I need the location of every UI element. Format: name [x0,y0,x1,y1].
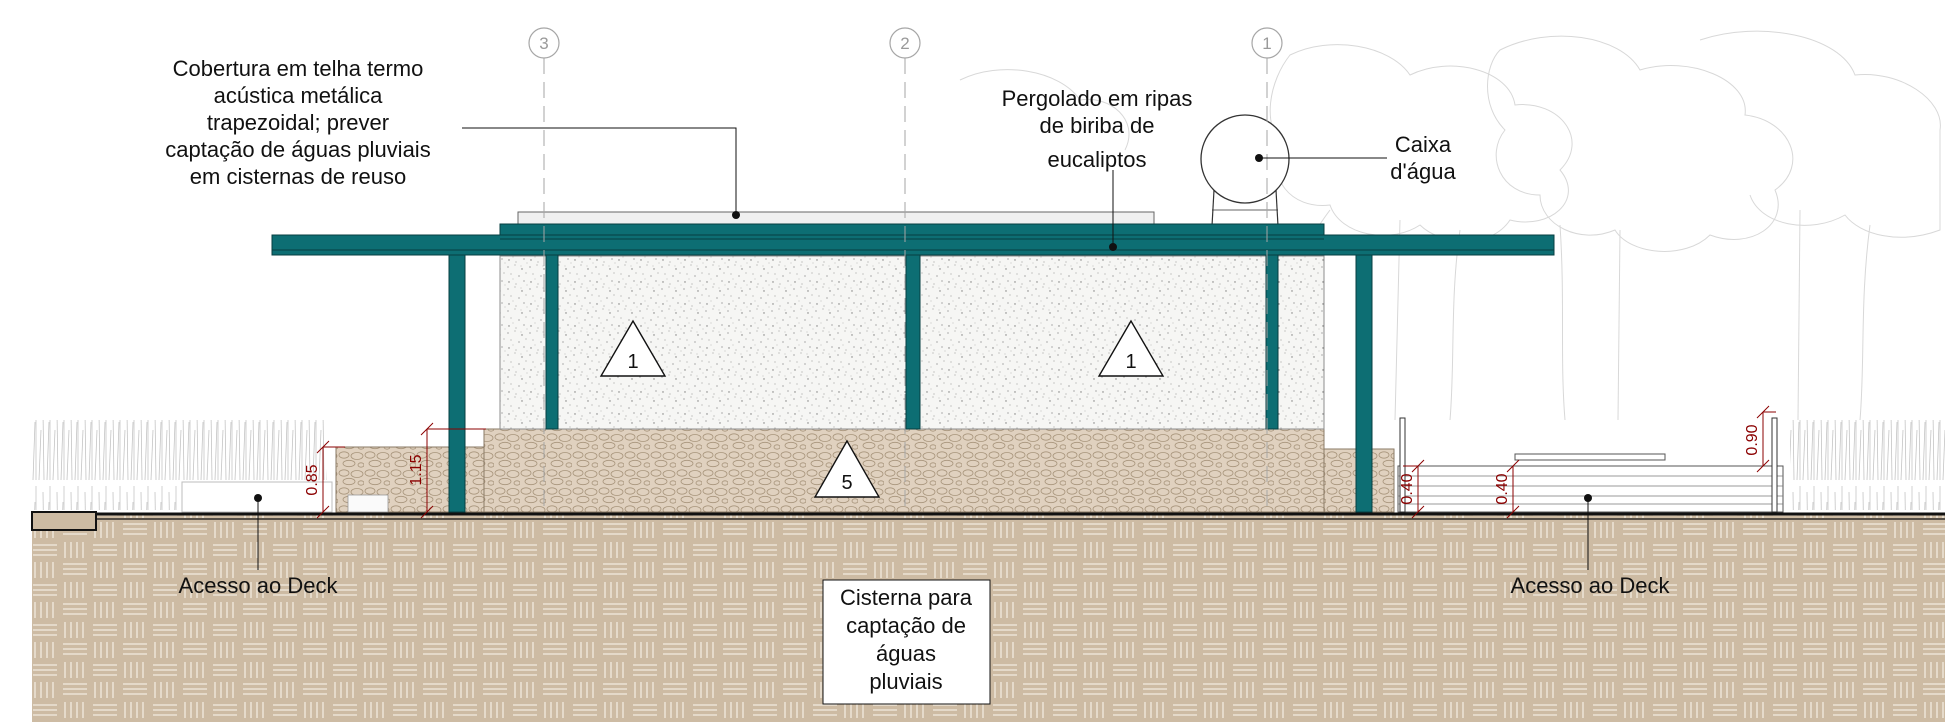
vegetation-right [1790,420,1945,510]
grid-bubble-3: 3 [528,27,560,59]
material-tag-wall-right: 1 [1097,319,1165,377]
stone-base-main [483,428,1325,513]
deck-access-label-right: Acesso ao Deck [1511,573,1671,598]
dimension-0-40-right: 0.40 [1494,473,1511,504]
svg-text:5: 5 [841,472,852,494]
svg-text:eucaliptos: eucaliptos [1047,147,1146,172]
water-tank [1200,114,1290,227]
grid-bubble-2: 2 [889,27,921,59]
svg-text:1: 1 [1125,351,1136,373]
deck-right [1397,417,1784,513]
roof-tile-strip [517,211,1155,225]
svg-text:Cobertura em telha termo: Cobertura em telha termo [173,56,424,81]
pergola-annotation: Pergolado em ripas de biriba de eucalipt… [1002,86,1193,172]
water-tank-annotation: Caixa d'água [1390,132,1456,184]
svg-text:Pergolado em ripas: Pergolado em ripas [1002,86,1193,111]
svg-text:águas: águas [876,641,936,666]
pergola-beam [271,234,1555,256]
roof-annotation: Cobertura em telha termo acústica metáli… [165,56,430,189]
svg-text:1: 1 [627,351,638,373]
svg-text:de biriba de: de biriba de [1040,113,1155,138]
roof-beam-upper [499,223,1325,236]
deck-access-label-left: Acesso ao Deck [179,573,339,598]
left-edge-step [31,511,97,531]
leader-lines [257,127,1589,570]
svg-text:2: 2 [900,34,909,53]
dimension-lines [316,405,1776,519]
dimension-0-40-left: 0.40 [1399,473,1416,504]
svg-text:pluviais: pluviais [869,669,942,694]
cistern-annotation: Cisterna para captação de águas pluviais [822,579,991,705]
grid-bubble-1: 1 [1251,27,1283,59]
svg-text:em cisternas de reuso: em cisternas de reuso [190,164,406,189]
wall-plaster-left [499,255,921,430]
dimension-1-15: 1.15 [408,454,425,485]
svg-text:acústica metálica: acústica metálica [214,83,384,108]
svg-text:Cisterna para: Cisterna para [840,585,973,610]
svg-text:Caixa: Caixa [1395,132,1452,157]
material-tag-wall-left: 1 [599,319,667,377]
svg-text:captação de: captação de [846,613,966,638]
svg-text:d'água: d'água [1390,159,1456,184]
svg-text:captação de águas pluviais: captação de águas pluviais [165,137,430,162]
dimension-0-85: 0.85 [304,464,321,495]
material-tag-base: 5 [813,439,881,498]
grid-lines [543,58,1268,512]
svg-text:trapezoidal; prever: trapezoidal; prever [207,110,389,135]
structural-columns [448,254,1373,513]
svg-text:1: 1 [1262,34,1271,53]
svg-text:3: 3 [539,34,548,53]
dimension-0-90: 0.90 [1744,424,1761,455]
